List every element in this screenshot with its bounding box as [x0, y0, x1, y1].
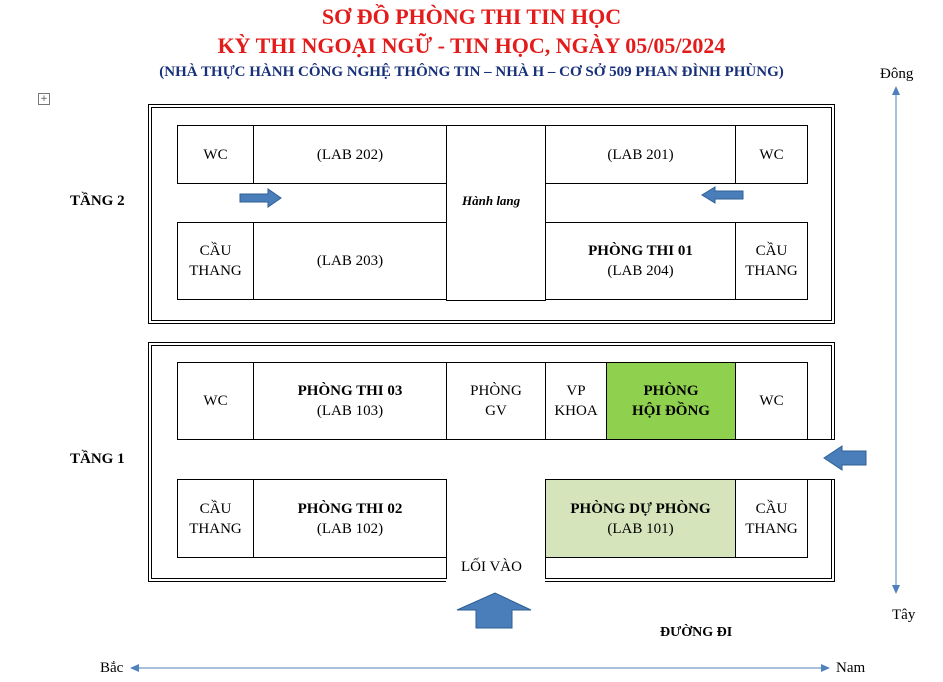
floor-2-stairs-left: CẦU THANG — [177, 222, 254, 300]
exam-room-02-lab: (LAB 102) — [316, 520, 384, 537]
reserve-room-name: PHÒNG DỰ PHÒNG — [570, 500, 711, 517]
stairs-label-line1: CẦU — [755, 500, 788, 517]
floor-1-faculty-office: VP KHOA — [545, 362, 607, 440]
floor-1-exam-room-02: PHÒNG THI 02 (LAB 102) — [253, 479, 447, 558]
floor-2-outer-frame — [148, 104, 835, 324]
faculty-office-line2: KHOA — [554, 403, 598, 419]
floor-2-corridor-edge-left — [446, 184, 447, 300]
lab-201-label: (LAB 201) — [607, 146, 674, 163]
stairs-label-line1: CẦU — [755, 243, 788, 259]
direction-west: Tây — [892, 607, 916, 623]
stairs-label-line2: THANG — [189, 520, 242, 537]
floor-2-corridor-label: Hành lang — [462, 193, 521, 208]
arrow-left-icon — [701, 186, 744, 204]
floor-2-label: TẦNG 2 — [70, 193, 125, 209]
entrance-wall-right — [545, 557, 546, 579]
floor-2-corridor-bottom — [446, 300, 546, 301]
title-line-3: (NHÀ THỰC HÀNH CÔNG NGHỆ THÔNG TIN – NHÀ… — [159, 64, 784, 80]
entrance-wall-left — [446, 557, 447, 579]
floor-1-entrance-opening — [446, 572, 545, 584]
exam-room-02-name: PHÒNG THI 02 — [297, 500, 403, 517]
lab-202-label: (LAB 202) — [316, 146, 384, 163]
floor-1-label: TẦNG 1 — [70, 451, 125, 467]
floor-2-inner-frame — [151, 107, 832, 321]
floor-1-teacher-room: PHÒNG GV — [446, 362, 546, 440]
stairs-label-line1: CẦU — [199, 500, 232, 517]
wc-label: WC — [759, 393, 784, 409]
floor-1-wc-right: WC — [735, 362, 808, 440]
teacher-room-line1: PHÒNG — [470, 383, 522, 399]
direction-north: Bắc — [100, 660, 124, 676]
axis-arrowhead-right-icon — [821, 664, 830, 672]
title-line-1: SƠ ĐỒ PHÒNG THI TIN HỌC — [321, 4, 622, 29]
faculty-office-line1: VP — [566, 383, 586, 399]
entrance-up-arrow-icon — [456, 592, 532, 629]
floor-2-corridor-top — [446, 125, 546, 126]
floor-1-council-room: PHÒNG HỘI ĐỒNG — [606, 362, 736, 440]
move-handle-icon[interactable]: + — [38, 93, 50, 105]
floor-1-reserve-room: PHÒNG DỰ PHÒNG (LAB 101) — [545, 479, 736, 558]
floor-2-exam-room-01: PHÒNG THI 01 (LAB 204) — [545, 222, 736, 300]
floor-1-stairs-left: CẦU THANG — [177, 479, 254, 558]
exam-room-03-name: PHÒNG THI 03 — [297, 383, 403, 399]
stairs-label-line1: CẦU — [199, 243, 232, 259]
council-room-line2: HỘI ĐỒNG — [632, 403, 710, 419]
wc-label: WC — [203, 146, 228, 163]
wc-label: WC — [759, 146, 784, 163]
stairs-label-line2: THANG — [745, 263, 798, 279]
stairs-label-line2: THANG — [745, 520, 798, 537]
floor-1-corridor-top-east — [807, 439, 835, 440]
floor-2-lab-202: (LAB 202) — [253, 125, 447, 184]
wc-label: WC — [203, 393, 228, 409]
floor-2-wc-right: WC — [735, 125, 808, 184]
axis-arrowhead-left-icon — [130, 664, 139, 672]
council-room-line1: PHÒNG — [643, 383, 699, 399]
arrow-right-icon — [239, 188, 282, 208]
floor-2-lab-201: (LAB 201) — [545, 125, 736, 184]
floor-1-corridor-bottom-east — [807, 479, 835, 480]
exam-room-03-lab: (LAB 103) — [316, 403, 384, 419]
direction-east: Đông — [880, 66, 914, 82]
reserve-room-lab: (LAB 101) — [607, 520, 674, 537]
floor-2-corridor-edge-right — [545, 184, 546, 222]
axis-arrowhead-down-icon — [892, 585, 900, 594]
teacher-room-line2: GV — [485, 403, 507, 419]
stairs-label-line2: THANG — [189, 263, 242, 279]
road-label: ĐƯỜNG ĐI — [660, 625, 733, 640]
title-line-2: KỲ THI NGOẠI NGỮ - TIN HỌC, NGÀY 05/05/2… — [217, 33, 726, 58]
exam-room-01-name: PHÒNG THI 01 — [588, 243, 693, 259]
east-entrance-arrow-icon — [823, 445, 867, 471]
axis-arrowhead-up-icon — [892, 86, 900, 95]
floor-2-stairs-right: CẦU THANG — [735, 222, 808, 300]
exam-room-01-lab: (LAB 204) — [607, 263, 674, 279]
floor-2-lab-203: (LAB 203) — [253, 222, 447, 300]
floor-1-exam-room-03: PHÒNG THI 03 (LAB 103) — [253, 362, 447, 440]
entrance-label: LỐI VÀO — [461, 559, 522, 575]
floor-1-stairs-right: CẦU THANG — [735, 479, 808, 558]
lab-203-label: (LAB 203) — [316, 253, 384, 269]
direction-south: Nam — [836, 660, 866, 676]
floor-2-wc-left: WC — [177, 125, 254, 184]
